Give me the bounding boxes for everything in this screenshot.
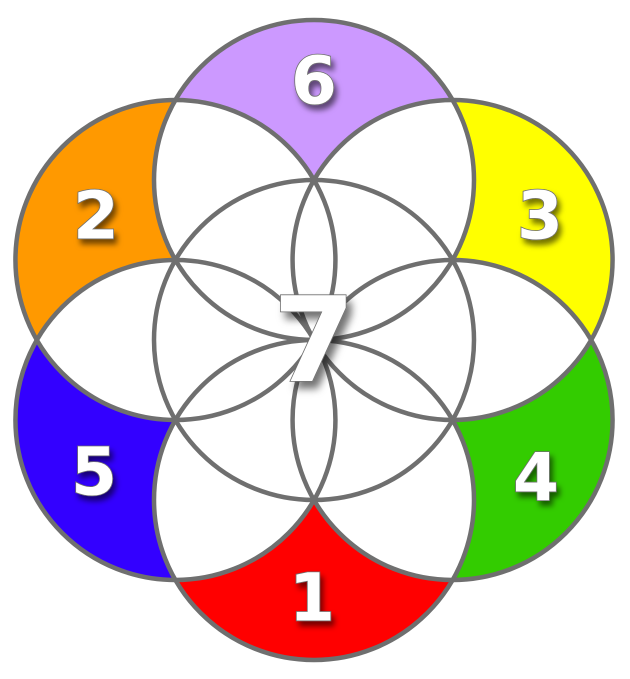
- circle-outline-6: [151, 17, 477, 343]
- region-label-4: 4: [513, 440, 559, 517]
- region-label-6: 6: [291, 43, 337, 120]
- region-label-1: 1: [289, 560, 335, 637]
- region-label-5: 5: [71, 434, 117, 511]
- circle-outlines: [13, 17, 615, 663]
- region-label-3: 3: [517, 178, 563, 255]
- center-label-7: 7: [273, 271, 355, 409]
- region-labels: 6 2 3 5 4 1 7: [70, 42, 564, 638]
- region-label-2: 2: [73, 178, 119, 255]
